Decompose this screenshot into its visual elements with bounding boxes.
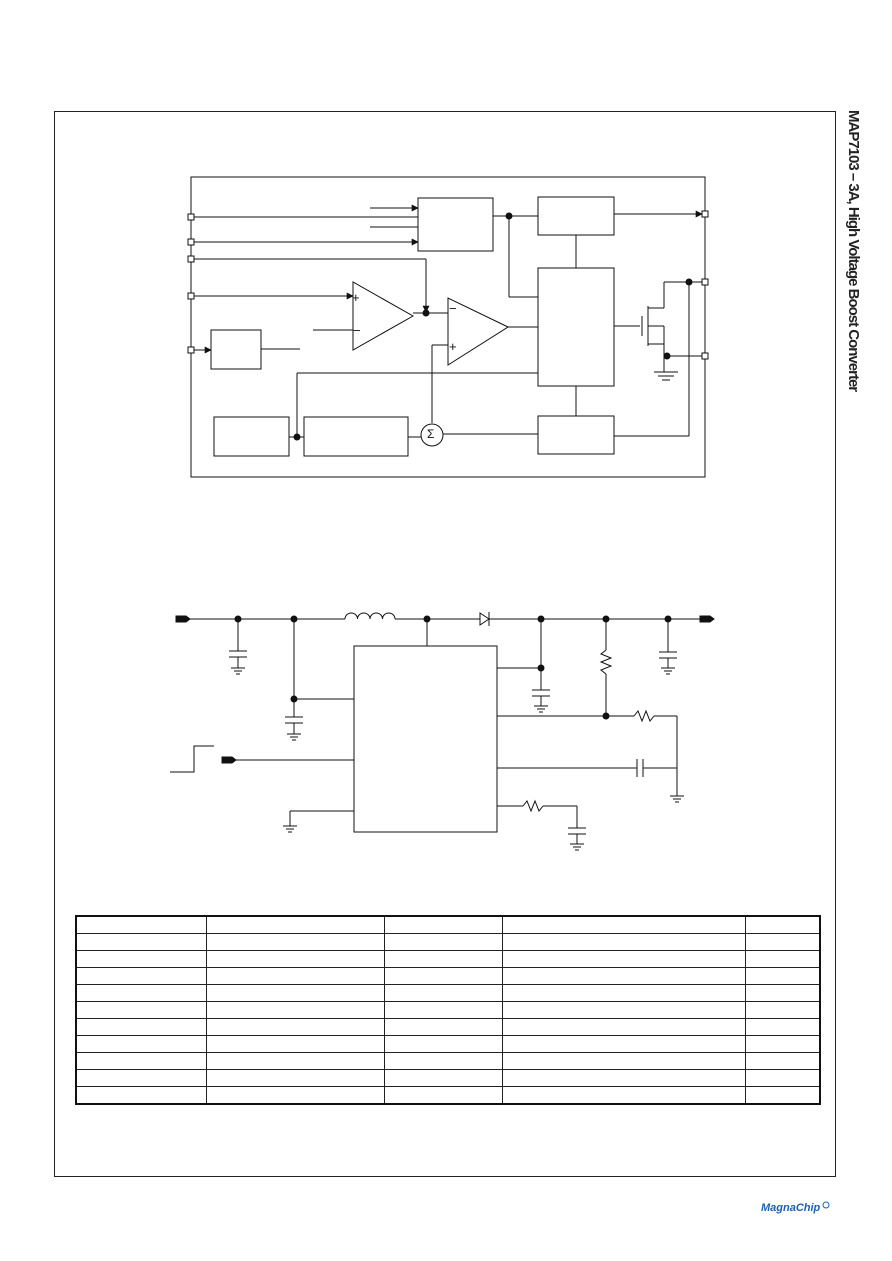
sum-symbol: Σ (427, 427, 435, 441)
spec-table-cell (75, 1052, 207, 1070)
spec-table-cell (205, 1001, 385, 1019)
spec-table-cell (75, 933, 207, 951)
vout-terminal (699, 615, 715, 623)
spec-table-cell (744, 1086, 821, 1105)
spec-table-cell (75, 1001, 207, 1019)
spec-table-cell (205, 984, 385, 1002)
spec-table-cell (744, 950, 821, 968)
spec-table-body (75, 915, 821, 1105)
spec-table-cell (205, 1035, 385, 1053)
spec-table-cell (744, 1052, 821, 1070)
spec-table-cell (744, 1001, 821, 1019)
spec-table-cell (205, 1018, 385, 1036)
error-amplifier (352, 281, 415, 351)
spec-table-cell (501, 915, 746, 934)
ic-boundary (190, 176, 706, 478)
spec-table-cell (75, 950, 207, 968)
spec-table-cell (383, 933, 503, 951)
spec-table-row (75, 1069, 821, 1087)
spec-table-cell (383, 1086, 503, 1105)
enable-step-signal (170, 745, 214, 773)
logo-text: MagnaChip (761, 1202, 821, 1214)
block-control-logic (417, 197, 494, 252)
spec-table-cell (744, 1035, 821, 1053)
spec-table-cell (501, 1069, 746, 1087)
spec-table-cell (744, 1069, 821, 1087)
spec-table-cell (501, 1018, 746, 1036)
spec-table-row (75, 1018, 821, 1036)
spec-table-cell (383, 1035, 503, 1053)
spec-table-cell (501, 1086, 746, 1105)
spec-table (75, 915, 821, 1105)
spec-table-cell (383, 915, 503, 934)
spec-table-cell (501, 984, 746, 1002)
spec-table-cell (744, 967, 821, 985)
schottky-diode (479, 612, 490, 626)
spec-table-cell (205, 1086, 385, 1105)
spec-table-cell (383, 1001, 503, 1019)
feedback-resistor-top (599, 649, 613, 675)
spec-table-cell (205, 915, 385, 934)
sum-node (420, 423, 444, 447)
enable-terminal (221, 756, 237, 764)
spec-table-row (75, 1086, 821, 1105)
spec-table-cell (205, 1069, 385, 1087)
spec-table-cell (501, 1035, 746, 1053)
spec-table-cell (501, 933, 746, 951)
spec-table-cell (75, 967, 207, 985)
spec-table-cell (205, 933, 385, 951)
document-side-title: MAP7103 – 3A, High Voltage Boost Convert… (845, 110, 862, 392)
spec-table-cell (75, 1018, 207, 1036)
spec-table-row (75, 1035, 821, 1053)
spec-table-cell (383, 1052, 503, 1070)
pwm-comp-minus: − (449, 301, 457, 316)
magnachip-logo: MagnaChip (761, 1201, 830, 1214)
spec-table-cell (75, 984, 207, 1002)
spec-table-cell (205, 1052, 385, 1070)
spec-table-cell (75, 1069, 207, 1087)
spec-table-cell (501, 1001, 746, 1019)
pwm-comp-plus: + (449, 339, 457, 354)
spec-table-cell (383, 950, 503, 968)
spec-table-cell (501, 967, 746, 985)
feedback-resistor-bottom (633, 709, 655, 723)
page-frame (54, 111, 836, 1177)
soft-start-resistor (522, 799, 544, 813)
spec-table-cell (383, 984, 503, 1002)
spec-table-cell (744, 915, 821, 934)
spec-table-cell (501, 1052, 746, 1070)
spec-table-row (75, 950, 821, 968)
spec-table-cell (383, 1018, 503, 1036)
spec-table-cell (383, 967, 503, 985)
spec-table-cell (744, 933, 821, 951)
spec-table-cell (75, 1086, 207, 1105)
inductor (344, 612, 396, 620)
spec-table-cell (75, 915, 207, 934)
spec-table-cell (205, 950, 385, 968)
error-amp-plus: + (352, 290, 360, 305)
spec-table-cell (205, 967, 385, 985)
spec-table-row (75, 1001, 821, 1019)
spec-table-row (75, 984, 821, 1002)
spec-table-cell (75, 1035, 207, 1053)
spec-table-cell (501, 950, 746, 968)
ic-package (353, 645, 498, 833)
spec-table-cell (744, 1018, 821, 1036)
spec-table-row (75, 1052, 821, 1070)
error-amp-minus: − (353, 323, 361, 338)
spec-table-row (75, 915, 821, 934)
spec-table-cell (383, 1069, 503, 1087)
spec-table-cell (744, 984, 821, 1002)
pwm-comparator (447, 297, 510, 366)
vin-terminal (175, 615, 191, 623)
spec-table-row (75, 933, 821, 951)
spec-table-row (75, 967, 821, 985)
